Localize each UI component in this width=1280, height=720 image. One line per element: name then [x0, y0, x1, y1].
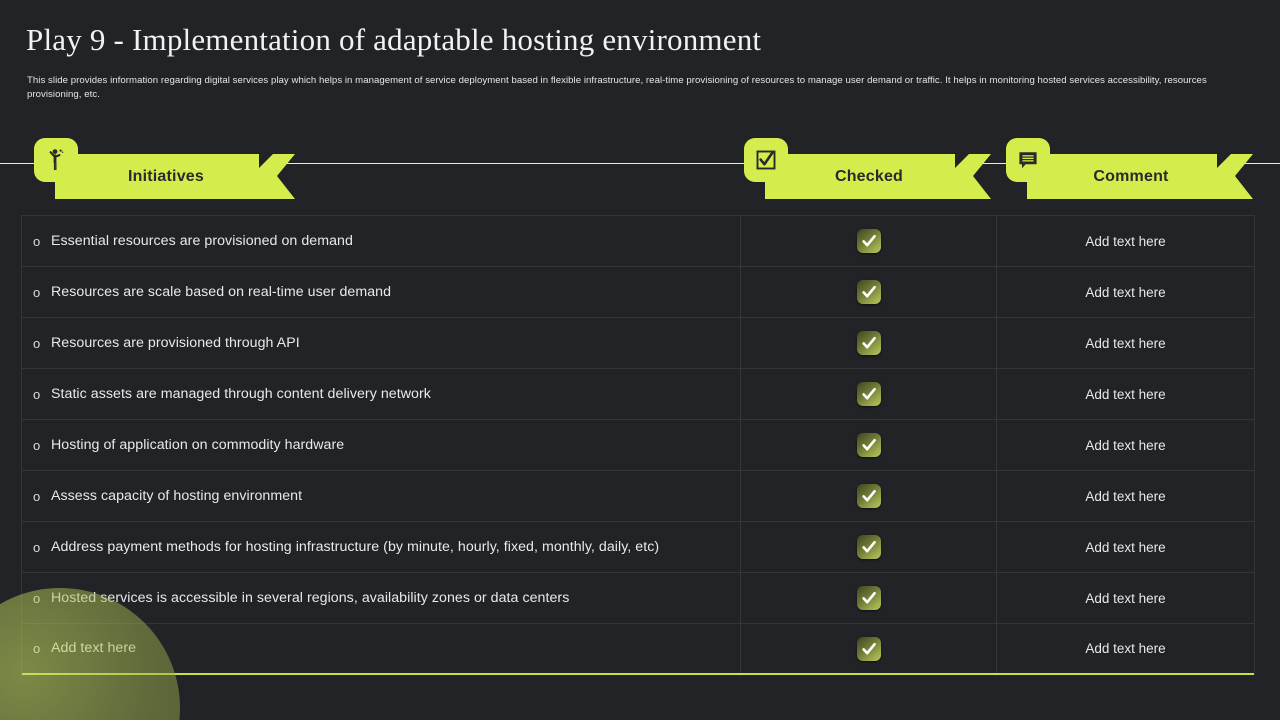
column-header-checked-label: Checked — [834, 167, 904, 185]
cell-comment[interactable]: Add text here — [997, 522, 1254, 572]
initiative-text: Hosting of application on commodity hard… — [51, 436, 345, 453]
cell-initiative: o Hosting of application on commodity har… — [22, 420, 741, 470]
page-title: Play 9 - Implementation of adaptable hos… — [26, 22, 762, 57]
cell-initiative: o Hosted services is accessible in severa… — [22, 573, 741, 623]
comment-text: Add text here — [1085, 437, 1166, 453]
table-row: o Add text here Add text here — [22, 624, 1254, 675]
check-mark-icon[interactable] — [856, 382, 881, 406]
cell-checked[interactable] — [741, 216, 997, 266]
bullet-marker: o — [33, 437, 41, 453]
comment-text: Add text here — [1085, 386, 1166, 402]
table-row: o Resources are provisioned through API Ad… — [22, 318, 1254, 369]
cell-checked[interactable] — [741, 624, 997, 673]
cell-comment[interactable]: Add text here — [997, 624, 1254, 673]
check-mark-icon[interactable] — [856, 331, 881, 355]
comment-text: Add text here — [1085, 488, 1166, 504]
comment-text: Add text here — [1085, 233, 1166, 249]
bullet-marker: o — [33, 488, 41, 504]
check-mark-icon[interactable] — [856, 229, 881, 253]
page-subtitle: This slide provides information regardin… — [27, 75, 1207, 100]
cell-initiative: o Add text here — [22, 624, 741, 673]
table-row: o Hosting of application on commodity har… — [22, 420, 1254, 471]
check-mark-icon[interactable] — [856, 433, 881, 457]
initiative-text: Hosted services is accessible in several… — [51, 589, 570, 606]
check-mark-icon[interactable] — [856, 484, 881, 508]
check-mark-icon[interactable] — [856, 636, 881, 661]
comment-text: Add text here — [1085, 335, 1166, 351]
table-row: o Assess capacity of hosting environment A… — [22, 471, 1254, 522]
cell-comment[interactable]: Add text here — [997, 369, 1254, 419]
checked-ribbon: Checked — [765, 154, 991, 199]
ribbon-notch — [1217, 154, 1253, 199]
cell-initiative: o Address payment methods for hosting inf… — [22, 522, 741, 572]
initiative-text: Resources are provisioned through API — [51, 334, 300, 351]
bullet-marker: o — [33, 335, 41, 351]
cell-initiative: o Static assets are managed through conte… — [22, 369, 741, 419]
cell-checked[interactable] — [741, 573, 997, 623]
bullet-marker: o — [33, 539, 41, 555]
comment-ribbon: Comment — [1027, 154, 1253, 199]
comment-text: Add text here — [1085, 284, 1166, 300]
table-row: o Static assets are managed through conte… — [22, 369, 1254, 420]
cell-checked[interactable] — [741, 471, 997, 521]
check-mark-icon[interactable] — [856, 535, 881, 559]
column-header-comment-label: Comment — [1093, 167, 1169, 185]
cell-checked[interactable] — [741, 369, 997, 419]
bullet-marker: o — [33, 233, 41, 249]
table-row: o Essential resources are provisioned on … — [22, 216, 1254, 267]
checkbox-ticked-icon — [744, 138, 788, 182]
comment-text: Add text here — [1085, 590, 1166, 606]
initiatives-table: o Essential resources are provisioned on … — [21, 215, 1255, 675]
cell-checked[interactable] — [741, 267, 997, 317]
ribbon-notch — [259, 154, 295, 199]
cell-initiative: o Essential resources are provisioned on … — [22, 216, 741, 266]
bullet-marker: o — [33, 590, 41, 606]
initiative-text: Static assets are managed through conten… — [51, 385, 431, 402]
table-row: o Address payment methods for hosting inf… — [22, 522, 1254, 573]
cell-comment[interactable]: Add text here — [997, 216, 1254, 266]
cell-comment[interactable]: Add text here — [997, 471, 1254, 521]
cell-initiative: o Resources are provisioned through API — [22, 318, 741, 368]
check-mark-icon[interactable] — [856, 280, 881, 304]
bullet-marker: o — [33, 641, 41, 656]
header-divider-line — [0, 163, 1280, 164]
initiative-text: Essential resources are provisioned on d… — [51, 232, 353, 249]
initiative-text: Add text here — [51, 640, 137, 656]
table-row: o Hosted services is accessible in severa… — [22, 573, 1254, 624]
cell-comment[interactable]: Add text here — [997, 318, 1254, 368]
cell-initiative: o Resources are scale based on real-time … — [22, 267, 741, 317]
cell-comment[interactable]: Add text here — [997, 573, 1254, 623]
bullet-marker: o — [33, 386, 41, 402]
initiative-text: Resources are scale based on real-time u… — [51, 283, 392, 300]
comment-bubble-icon — [1006, 138, 1050, 182]
initiative-text: Address payment methods for hosting infr… — [51, 538, 660, 555]
cell-comment[interactable]: Add text here — [997, 420, 1254, 470]
bullet-marker: o — [33, 284, 41, 300]
initiatives-ribbon: Initiatives — [55, 154, 295, 199]
cell-checked[interactable] — [741, 522, 997, 572]
cell-comment[interactable]: Add text here — [997, 267, 1254, 317]
comment-text: Add text here — [1085, 641, 1166, 656]
person-raising-hand-icon — [34, 138, 78, 182]
comment-text: Add text here — [1085, 539, 1166, 555]
column-header-initiatives-label: Initiatives — [127, 167, 204, 185]
check-mark-icon[interactable] — [856, 586, 881, 610]
initiative-text: Assess capacity of hosting environment — [51, 487, 303, 504]
cell-checked[interactable] — [741, 318, 997, 368]
cell-checked[interactable] — [741, 420, 997, 470]
cell-initiative: o Assess capacity of hosting environment — [22, 471, 741, 521]
table-row: o Resources are scale based on real-time … — [22, 267, 1254, 318]
ribbon-notch — [955, 154, 991, 199]
